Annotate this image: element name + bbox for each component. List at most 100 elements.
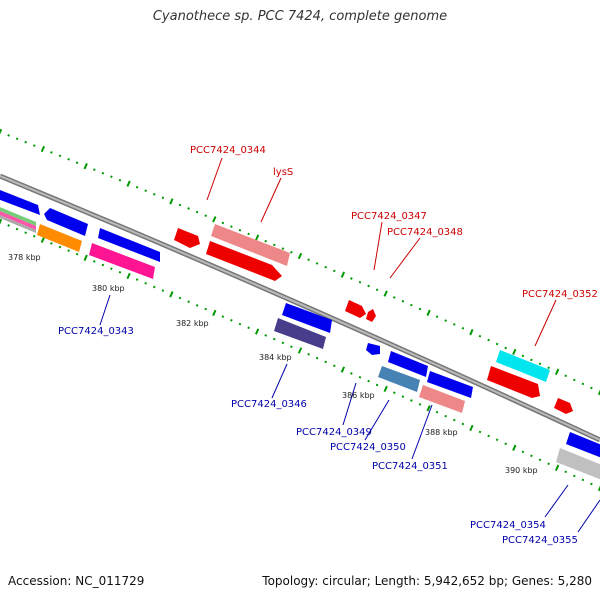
footer-summary: Topology: circular; Length: 5,942,652 bp… — [262, 574, 592, 588]
gene-features[interactable] — [37, 208, 600, 480]
gene-0343-blue — [44, 208, 88, 236]
inner-tick-19 — [161, 289, 165, 292]
outer-tick-0 — [0, 128, 3, 136]
inner-tick-60 — [512, 444, 517, 451]
outer-tick-5 — [40, 145, 46, 153]
gene-red-long — [206, 241, 282, 281]
feature-strip-3 — [0, 215, 36, 233]
gene-0355-gray — [556, 448, 600, 480]
inner-tick-37 — [315, 356, 319, 360]
label-pcc7424-0355[interactable]: PCC7424_0355 — [502, 535, 578, 546]
length-value: 5,942,652 bp — [423, 574, 504, 588]
inner-tick-67 — [572, 474, 576, 478]
outer-tick-22 — [187, 207, 190, 210]
inner-tick-27 — [230, 318, 233, 322]
outer-tick-50 — [426, 309, 431, 316]
outer-tick-7 — [58, 154, 62, 158]
outer-tick-30 — [254, 234, 260, 241]
inner-tick-17 — [144, 281, 148, 285]
inner-tick-track — [0, 218, 600, 492]
map-title: Cyanothece sp. PCC 7424, complete genome — [152, 9, 448, 24]
gene-0350-blue — [388, 351, 428, 377]
gene-0351-pink — [419, 385, 465, 413]
outer-tick-27 — [230, 225, 233, 228]
label-pcc7424-0348[interactable]: PCC7424_0348 — [387, 227, 463, 238]
outer-tick-59 — [504, 346, 508, 350]
label-pcc7424-0347[interactable]: PCC7424_0347 — [351, 211, 427, 222]
inner-tick-12 — [101, 263, 105, 267]
outer-tick-53 — [452, 323, 456, 326]
genes-label: Genes: — [511, 574, 554, 588]
inner-tick-48 — [410, 399, 413, 402]
inner-tick-41 — [350, 372, 353, 375]
outer-tick-1 — [7, 134, 10, 137]
kbp-label-380: 380 kbp — [92, 284, 125, 293]
outer-tick-56 — [478, 334, 482, 338]
inner-tick-39 — [332, 364, 336, 368]
outer-tick-34 — [290, 250, 293, 254]
inner-tick-26 — [221, 315, 225, 318]
topology-label: Topology: — [262, 574, 319, 588]
outer-tick-14 — [118, 178, 122, 182]
outer-tick-15 — [126, 180, 131, 187]
outer-tick-40 — [340, 271, 346, 278]
label-pcc7424-0354[interactable]: PCC7424_0354 — [470, 520, 546, 531]
kbp-label-382: 382 kbp — [176, 319, 209, 328]
gene-0346-blue — [282, 303, 332, 333]
inner-tick-15 — [126, 272, 131, 280]
inner-tick-47 — [401, 395, 405, 398]
label-pcc7424-0343[interactable]: PCC7424_0343 — [58, 326, 134, 337]
outer-tick-57 — [487, 338, 490, 342]
label-pcc7424-0352[interactable]: PCC7424_0352 — [522, 289, 598, 300]
outer-tick-43 — [367, 284, 370, 288]
inner-tick-46 — [392, 391, 396, 395]
inner-tick-7 — [58, 245, 62, 249]
leader-lysS — [260, 177, 282, 223]
label-pcc7424-0349[interactable]: PCC7424_0349 — [296, 427, 372, 438]
inner-tick-44 — [375, 383, 379, 387]
leader-0349 — [342, 382, 357, 426]
inner-tick-58 — [495, 438, 499, 442]
inner-tick-24 — [204, 307, 208, 311]
outer-tick-35 — [297, 252, 303, 260]
footer-accession: Accession: NC_011729 — [8, 574, 144, 588]
inner-tick-14 — [118, 270, 122, 274]
outer-tick-45 — [383, 290, 388, 297]
outer-tick-54 — [461, 326, 465, 330]
outer-tick-55 — [469, 329, 474, 336]
outer-tick-6 — [50, 151, 53, 154]
outer-tick-11 — [92, 168, 96, 172]
accession-label: Accession: — [8, 574, 72, 588]
inner-tick-21 — [178, 296, 182, 300]
left-feature-stack[interactable] — [0, 188, 40, 233]
inner-tick-61 — [521, 450, 525, 454]
outer-tick-16 — [135, 185, 139, 189]
outer-tick-61 — [521, 354, 525, 358]
inner-tick-36 — [307, 352, 310, 356]
leader-0348 — [389, 237, 421, 279]
label-pcc7424-0350[interactable]: PCC7424_0350 — [330, 442, 406, 453]
gene-orange — [37, 224, 82, 252]
label-lysS[interactable]: lysS — [273, 167, 293, 178]
label-pcc7424-0346[interactable]: PCC7424_0346 — [231, 399, 307, 410]
kbp-scale-labels: 378 kbp 380 kbp 382 kbp 384 kbp 386 kbp … — [8, 253, 538, 475]
outer-tick-8 — [67, 157, 70, 161]
outer-tick-46 — [392, 296, 396, 299]
inner-tick-54 — [461, 422, 465, 426]
accession-value: NC_011729 — [75, 574, 145, 588]
outer-tick-44 — [375, 288, 379, 292]
label-leaders — [99, 157, 600, 533]
outer-tick-65 — [554, 368, 560, 375]
inner-tick-45 — [383, 385, 388, 393]
label-pcc7424-0344[interactable]: PCC7424_0344 — [190, 145, 266, 156]
gene-0348-red — [366, 309, 376, 322]
inner-tick-65 — [554, 464, 560, 471]
outer-tick-20 — [169, 198, 174, 205]
inner-tick-22 — [187, 300, 190, 304]
inner-tick-66 — [564, 470, 568, 474]
gene-0343-pink — [89, 243, 155, 279]
outer-tick-36 — [307, 258, 310, 262]
leader-0352 — [534, 299, 557, 347]
label-pcc7424-0351[interactable]: PCC7424_0351 — [372, 461, 448, 472]
